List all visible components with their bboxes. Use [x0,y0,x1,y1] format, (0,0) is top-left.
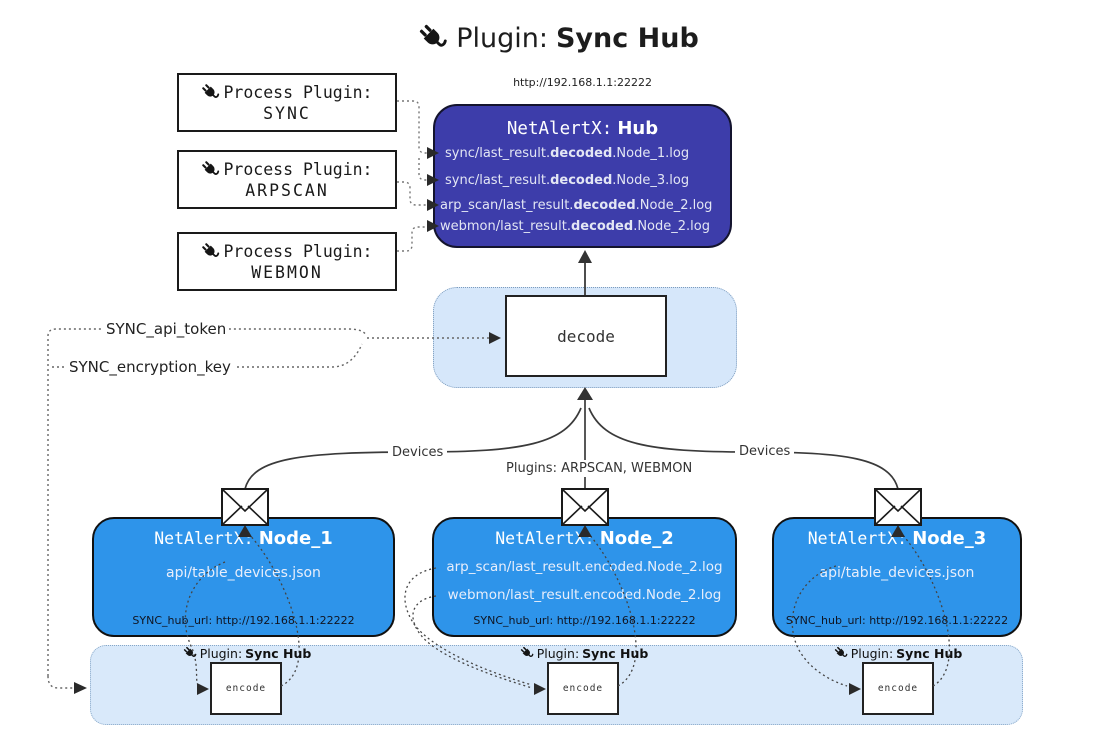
hub-title: NetAlertX: HubHub [435,118,730,139]
node-box-node2: NetAlertX: Node_2 arp_scan/last_result.e… [432,517,737,637]
hub-log-line: webmon/last_result.decoded.Node_2.log [440,219,710,234]
process-plugin-label: Process Plugin: [223,159,373,179]
encode-box-node1: encode [210,662,282,715]
hub-log-line: sync/last_result.decoded.Node_3.log [445,173,690,188]
hub-log-line: sync/last_result.decoded.Node_1.log [445,146,690,161]
hub-log-line: arp_scan/last_result.decoded.Node_2.log [440,198,713,213]
hub-url-label: http://192.168.1.1:22222 [513,76,652,89]
plug-icon [198,79,225,106]
process-plugin-name: WEBMON [251,262,323,282]
node-title: NetAlertX: Node_3 [774,528,1020,549]
hub-box: NetAlertX: HubHub sync/last_result.decod… [433,104,732,248]
edge-label-plugins: Plugins: ARPSCAN, WEBMON [502,460,697,477]
edge-label-devices-left: Devices [388,444,448,461]
node-box-node3: NetAlertX: Node_3 api/table_devices.json… [772,517,1022,637]
diagram-title-prefix: Plugin: [456,22,548,54]
band-plugin-label-name: Sync Hub [245,645,312,661]
diagram-title: Plugin: Sync Hub [0,16,1117,60]
node-title-prefix: NetAlertX: [154,529,254,548]
band-plugin-label-node1: Plugin: Sync Hub [162,644,332,662]
node-title-name: Node_2 [599,528,674,549]
plug-icon [517,643,537,663]
node-box-node1: NetAlertX: Node_1 api/table_devices.json… [92,517,395,637]
plug-icon [198,156,225,183]
encode-box-node2: encode [547,662,619,715]
band-plugin-label-node2: Plugin: Sync Hub [499,644,669,662]
plug-icon [180,643,200,663]
node-title: NetAlertX: Node_2 [434,528,735,549]
diagram-title-name: Sync Hub [555,22,699,54]
band-plugin-label-prefix: Plugin: [850,645,894,661]
band-input-arrow [74,682,87,694]
hub-title-prefix: NetAlertX: [506,119,613,139]
process-plugin-name: SYNC [263,103,311,123]
process-plugin-label: Process Plugin: [223,241,373,261]
process-plugin-name: ARPSCAN [245,180,329,200]
band-plugin-label-name: Sync Hub [896,645,963,661]
node-hub-url: SYNC_hub_url: http://192.168.1.1:22222 [785,614,1009,627]
node-title-name: Node_1 [258,528,333,549]
sync-api-token-label: SYNC_api_token [103,320,230,338]
node-title-prefix: NetAlertX: [495,529,595,548]
node-hub-url: SYNC_hub_url: http://192.168.1.1:22222 [473,614,696,627]
plug-icon [831,643,851,663]
node-title: NetAlertX: Node_1 [94,528,393,549]
sync-encryption-key-label: SYNC_encryption_key [66,358,234,376]
hub-title-name: Hub [617,118,659,139]
node-file-line: arp_scan/last_result.encoded.Node_2.log [446,559,723,575]
plug-icon [198,238,225,265]
process-plugin-label: Process Plugin: [223,82,373,102]
edges-plugins-to-hub [397,100,427,252]
band-plugin-label-node3: Plugin: Sync Hub [813,644,983,662]
encode-box-node3: encode [862,662,934,715]
band-plugin-label-prefix: Plugin: [536,645,580,661]
node-file-line: api/table_devices.json [819,565,975,581]
band-plugin-label-prefix: Plugin: [199,645,243,661]
node-title-name: Node_3 [912,528,987,549]
node-title-prefix: NetAlertX: [807,529,908,548]
edge-label-devices-right: Devices [735,443,795,460]
node-hub-url: SYNC_hub_url: http://192.168.1.1:22222 [132,614,355,627]
node-file-line: api/table_devices.json [166,565,321,581]
plug-icon [412,17,454,59]
band-plugin-label-name: Sync Hub [582,645,649,661]
process-plugin-box-arpscan: Process Plugin: ARPSCAN [177,150,397,209]
node-file-line: webmon/last_result.encoded.Node_2.log [447,587,722,603]
process-plugin-box-sync: Process Plugin: SYNC [177,73,397,132]
process-plugin-box-webmon: Process Plugin: WEBMON [177,232,397,291]
decode-box: decode [505,295,667,377]
